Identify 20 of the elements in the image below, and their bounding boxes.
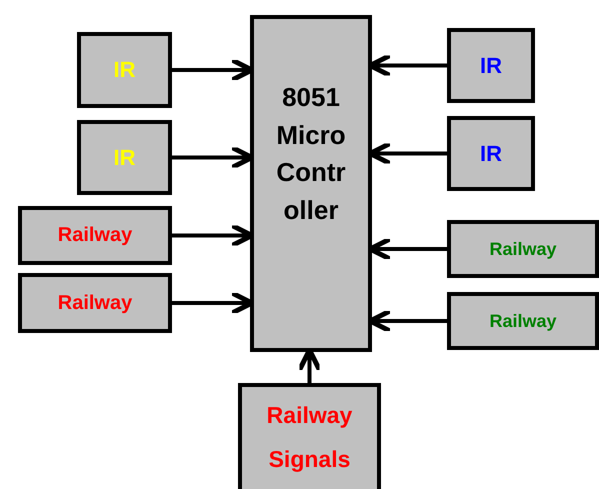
sensor-box: [77, 120, 172, 195]
node-label: IR: [480, 52, 502, 78]
sensor-box: [447, 28, 535, 103]
railway-box: [447, 220, 599, 278]
node-label: IR: [480, 140, 502, 166]
node-label: IR: [114, 57, 136, 83]
node-label: Railway: [58, 224, 132, 247]
signal-box: [238, 383, 381, 489]
node-label: 8051 Micro Controller: [276, 81, 346, 228]
sensor-box: [77, 32, 172, 108]
controller-box: [250, 15, 372, 352]
railway-box: [447, 292, 599, 350]
railway-box: [18, 206, 172, 265]
node-label: Railway: [489, 238, 557, 260]
node-label: Railway: [489, 310, 557, 332]
railway-box: [18, 273, 172, 333]
node-label: IR: [114, 144, 136, 170]
node-label: Railway: [58, 292, 132, 314]
node-label: Railway Signals: [266, 401, 354, 474]
sensor-box: [447, 116, 535, 191]
